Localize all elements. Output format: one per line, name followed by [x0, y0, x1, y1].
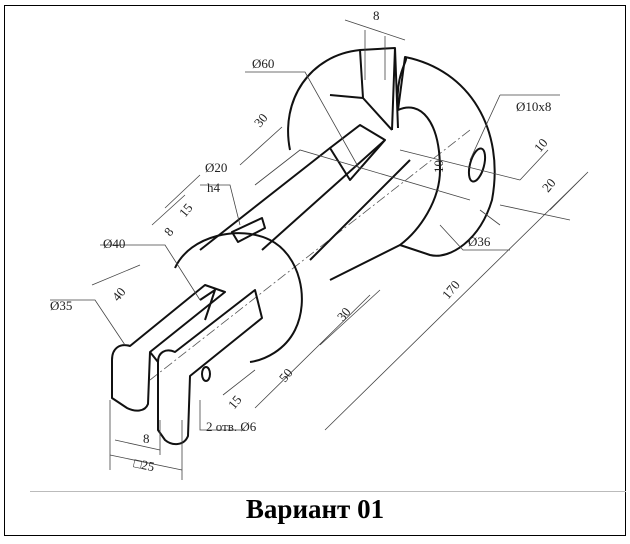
dim-lines — [50, 19, 589, 480]
drawing-frame — [4, 5, 626, 536]
dim-diameter-36: Ø36 — [468, 234, 491, 249]
dim-diameter-60: Ø60 — [252, 56, 274, 71]
back-disc-left — [287, 47, 396, 151]
shaft-bottom-edge — [309, 159, 411, 281]
dim-diameter-40: Ø40 — [103, 236, 125, 251]
dim-diameter-35: Ø35 — [50, 298, 72, 313]
collar-slot-window — [231, 217, 266, 243]
variant-title: Вариант 01 — [245, 494, 385, 524]
dim-length-8-top: 8 — [161, 224, 177, 239]
dim-square-25: □25 — [132, 455, 156, 474]
back-disc-slot — [329, 47, 399, 131]
dim-diameter-20: Ø20 — [205, 160, 227, 175]
dim-h4: h4 — [207, 180, 221, 195]
flat-face — [329, 124, 386, 181]
fork-inner — [149, 289, 216, 363]
collar — [174, 232, 303, 363]
dim-length-20-right: 20 — [539, 175, 559, 195]
dim-holes-note: 2 отв. Ø6 — [206, 419, 257, 434]
dim-length-10-vertical: 10 — [431, 160, 446, 173]
dim-length-30-top: 30 — [251, 110, 271, 130]
dim-hole-10x8: Ø10x8 — [516, 99, 551, 114]
side-hole — [467, 147, 487, 183]
dim-length-50: 50 — [276, 365, 296, 385]
dim-slot-width-top: 8 — [373, 8, 380, 23]
dim-length-40: 40 — [109, 284, 129, 304]
fork-right-prong — [157, 289, 263, 446]
shaft-top-edge — [199, 147, 331, 251]
center-axis — [149, 129, 471, 381]
fork-left-prong — [111, 284, 226, 412]
dim-slot-width-bottom: 8 — [143, 431, 150, 446]
dim-length-15-bottom: 15 — [225, 392, 245, 412]
dim-length-10-right: 10 — [531, 135, 551, 155]
shaft-mid-edge — [261, 139, 386, 251]
fork-hole — [201, 366, 211, 382]
back-disc-face — [396, 56, 408, 111]
dim-length-15-top: 15 — [176, 200, 196, 220]
dim-length-30-mid: 30 — [334, 304, 354, 324]
back-disc-right — [397, 56, 496, 257]
separator-line — [30, 491, 626, 492]
